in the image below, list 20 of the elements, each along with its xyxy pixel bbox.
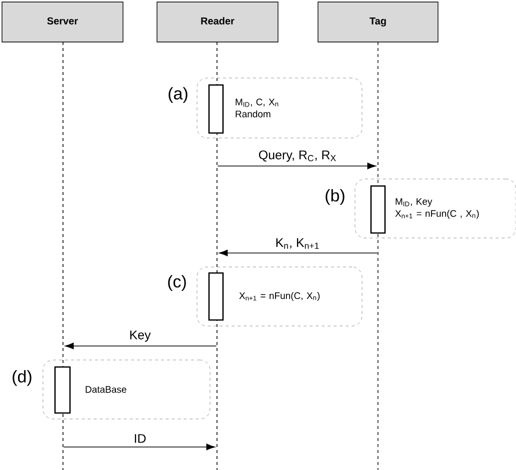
lifeline bbox=[62, 42, 64, 470]
participant-box: Server bbox=[2, 2, 124, 42]
message-arrow bbox=[65, 342, 217, 350]
dashed-group-box: DataBase bbox=[42, 360, 210, 420]
message-arrow bbox=[219, 250, 378, 256]
step-label: (d) bbox=[12, 370, 32, 386]
dashed-group-box: M$_{ID}$, Key X$_{n+1}$ = nFun(C , X$_{n}$) bbox=[354, 178, 516, 238]
participant-box: Tag bbox=[318, 2, 438, 42]
message-label: Key bbox=[130, 330, 151, 342]
dashed-group-box: X$_{n+1}$ = nFun(C, X$_{n}$) bbox=[196, 266, 362, 326]
step-label: (c) bbox=[168, 275, 186, 291]
step-label: (a) bbox=[168, 87, 188, 103]
message-label: Query, R$_{C}$, R$_{X}$ bbox=[259, 150, 336, 162]
message-label: ID bbox=[134, 434, 146, 443]
step-label: (b) bbox=[326, 189, 344, 205]
message-arrow bbox=[217, 162, 376, 170]
participant-box: Reader bbox=[156, 2, 278, 42]
message-arrow bbox=[63, 444, 215, 450]
message-label: K$_{n}$, K$_{n+1}$ bbox=[276, 238, 319, 249]
dashed-group-box: M$_{ID}$, C, X$_{n}$ Random bbox=[196, 78, 362, 138]
